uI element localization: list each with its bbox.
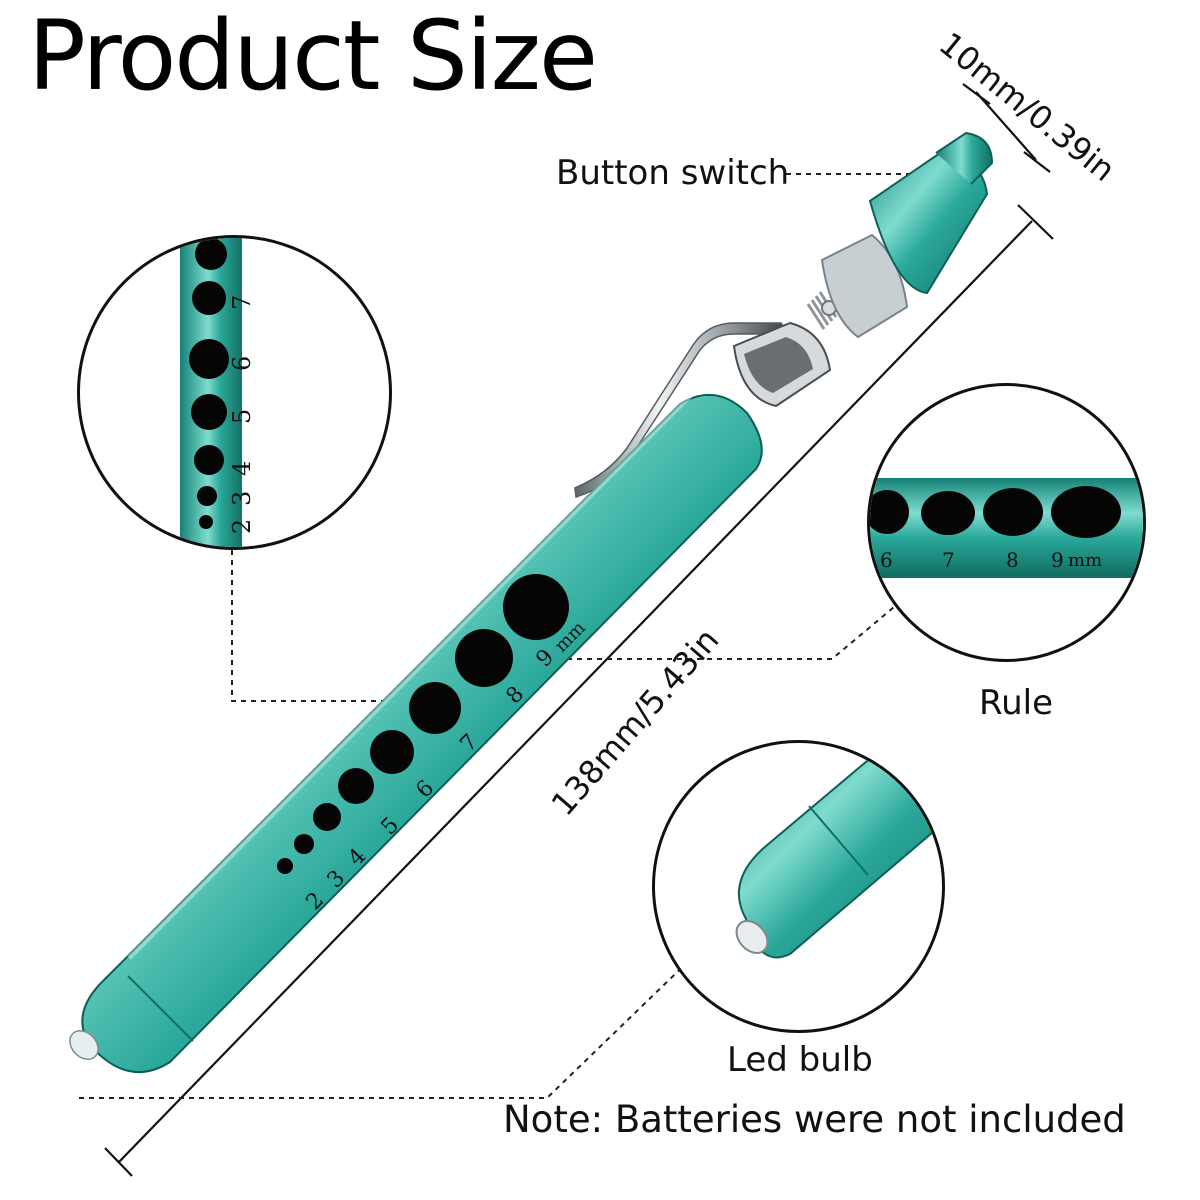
zoomed-gauge-dots: [189, 238, 229, 529]
length-tick-bottom: [104, 1147, 133, 1177]
rule-callout-leader: [547, 601, 901, 660]
led-bulb-zoom-drawing: [735, 753, 942, 959]
zoomed-number: 3: [228, 491, 256, 506]
pupil-dots-zoom-drawing: 2 3 4 5 6 7: [180, 238, 256, 547]
rule-number: 8: [1006, 548, 1019, 572]
length-dimension-line: [117, 220, 1033, 1164]
rule-dot: [870, 490, 909, 534]
rule-dot: [921, 491, 975, 535]
gauge-dot-2mm: [277, 858, 293, 874]
diameter-dimension-line: [975, 91, 1037, 161]
zoomed-dot: [195, 238, 227, 270]
pen-gauge-dots: [277, 574, 569, 874]
pupil-dots-zoom-callout: 2 3 4 5 6 7: [77, 235, 392, 550]
rule-dot: [1051, 486, 1121, 538]
rule-number: 7: [942, 548, 955, 572]
rule-zoom-drawing: 6 7 8 9 mm: [870, 478, 1143, 578]
zoomed-dot: [192, 281, 226, 315]
led-bulb-zoom-callout: [652, 740, 945, 1033]
diameter-tick-bottom: [1023, 151, 1051, 173]
gauge-dot-9mm: [503, 574, 569, 640]
gauge-dot-6mm: [370, 730, 414, 774]
rule-numbers: 6 7 8 9 mm: [880, 548, 1102, 572]
zoomed-dot: [194, 445, 224, 475]
button-switch-label: Button switch: [556, 153, 790, 193]
length-tick-top: [1017, 204, 1054, 240]
zoomed-dot: [197, 486, 217, 506]
zoomed-number: 2: [228, 519, 256, 534]
rule-label: Rule: [979, 683, 1054, 723]
gauge-dot-3mm: [294, 834, 314, 854]
zoomed-led-seam: [808, 805, 869, 876]
zoomed-number: 7: [228, 295, 256, 310]
metal-cap: [732, 321, 832, 408]
gauge-dot-5mm: [338, 768, 374, 804]
rule-gauge-dots: [870, 486, 1121, 538]
battery-note: Note: Batteries were not included: [503, 1098, 1126, 1141]
zoomed-dot-numbers: 2 3 4 5 6 7: [228, 295, 256, 534]
rule-unit: mm: [1068, 550, 1102, 571]
zoomed-dot: [191, 394, 227, 430]
gauge-dot-4mm: [313, 803, 341, 831]
page-title: Product Size: [28, 0, 598, 112]
rule-dot: [983, 488, 1043, 536]
gauge-dot-8mm: [455, 629, 513, 687]
rule-number: 9: [1051, 548, 1064, 572]
pen-body-seam: [127, 975, 194, 1042]
pen-body: [69, 393, 763, 1074]
dimension-lines: [104, 83, 1054, 1177]
pen-highlight: [127, 394, 692, 960]
led-bulb-label: Led bulb: [727, 1040, 873, 1080]
rule-number: 6: [880, 548, 893, 572]
diameter-tick-top: [962, 83, 991, 105]
zoomed-dot: [189, 339, 229, 379]
gauge-dot-7mm: [409, 682, 461, 734]
zoomed-number: 5: [228, 409, 256, 424]
button-switch-cap: [820, 131, 994, 339]
led-bulb-icon: [735, 920, 769, 954]
zoomed-dot: [199, 515, 213, 529]
zoomed-number: 6: [228, 356, 256, 371]
dots-callout-leader: [231, 540, 396, 702]
led-bulb-icon: [69, 1030, 99, 1060]
zoomed-number: 4: [228, 461, 256, 476]
rule-zoom-callout: 6 7 8 9 mm: [867, 383, 1146, 662]
